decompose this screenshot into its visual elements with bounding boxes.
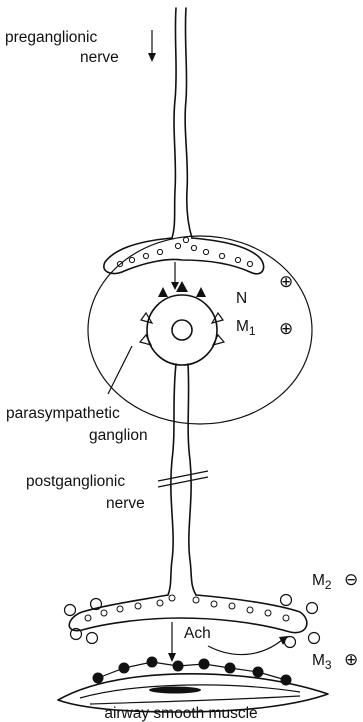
preganglionic-label-line1: preganglionic (5, 29, 97, 46)
postganglionic-axon (168, 364, 176, 595)
m2-receptor-label: M2 (312, 572, 332, 592)
ganglion-cell-nucleus (172, 320, 192, 340)
ganglion-cell-body (147, 295, 217, 365)
parasympathetic-label-line2: ganglion (89, 427, 148, 444)
postganglionic-label-line2: nerve (106, 495, 145, 512)
m3-receptor-label: M3 (312, 652, 332, 672)
m3-receptors (93, 657, 292, 686)
m1-subscript: 1 (249, 324, 256, 338)
nicotinic-effect-sign: ⊕ (279, 272, 293, 291)
m1-main: M (236, 318, 249, 335)
ganglion-pointer (108, 346, 132, 394)
nerve-break-marks (158, 471, 208, 487)
m3-subscript: 3 (325, 658, 332, 672)
postganglionic-label-line1: postganglionic (26, 473, 125, 490)
ach-release-arrow (168, 622, 176, 662)
preganglionic-axon (172, 8, 176, 238)
smooth-muscle-nucleus (149, 687, 201, 694)
ach-feedback-arrow (208, 636, 288, 655)
nicotinic-receptor-label: N (236, 290, 247, 307)
preganglionic-label-line2: nerve (80, 49, 119, 66)
m2-effect-sign: ⊖ (344, 570, 358, 589)
m2-main: M (312, 572, 325, 589)
ach-label: Ach (184, 625, 211, 642)
m1-effect-sign: ⊕ (279, 319, 293, 338)
m1-receptor-label: M1 (236, 318, 256, 338)
parasympathetic-label-line1: parasympathetic (6, 405, 120, 422)
m2-subscript: 2 (325, 578, 332, 592)
m3-main: M (312, 652, 325, 669)
release-arrow (171, 262, 179, 290)
postganglionic-vesicles (85, 595, 289, 621)
airway-smooth-muscle-label: airway smooth muscle (104, 705, 257, 722)
preganglionic-direction-arrow (148, 30, 156, 62)
preganglionic-axon-edge (185, 8, 192, 238)
preganglionic-terminal (104, 238, 264, 274)
m3-effect-sign: ⊕ (344, 650, 358, 669)
smooth-muscle-inner-2 (90, 696, 300, 704)
